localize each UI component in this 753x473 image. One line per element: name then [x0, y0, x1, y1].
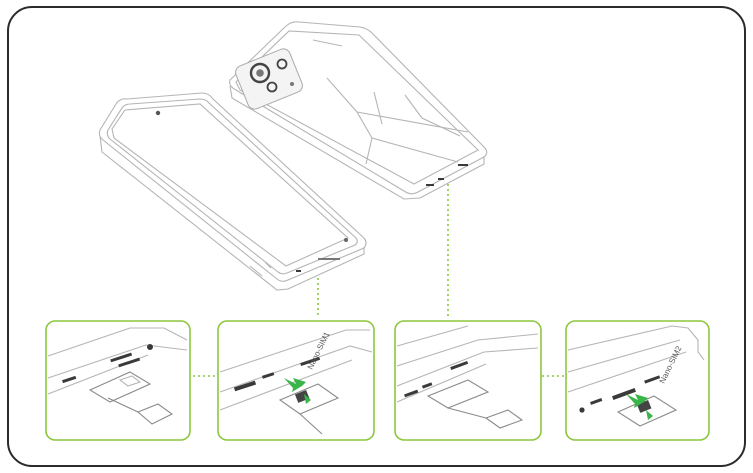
- outer-frame: [7, 6, 746, 467]
- step-2-panel: Nano-SIM1: [217, 320, 375, 441]
- arrow-insert-icon: [284, 378, 306, 392]
- step-1-panel: [45, 320, 191, 441]
- phone-back-icon: [229, 21, 488, 200]
- step-3-panel: [394, 320, 542, 441]
- phone-front-icon: [98, 92, 367, 291]
- step-4-panel: Nano-SIM2: [565, 320, 710, 441]
